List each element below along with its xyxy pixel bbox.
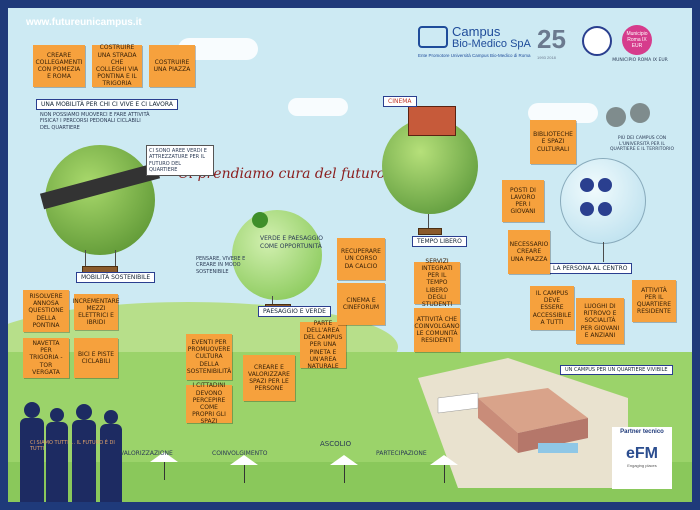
face-icon	[580, 178, 594, 192]
people-balloon	[560, 158, 646, 244]
graduation-caps-icon	[606, 103, 666, 133]
people-balloon-label: La persona al centro	[548, 263, 633, 274]
tent-icon	[150, 452, 178, 462]
grads-note: Più dei campus con l'università per il q…	[609, 136, 675, 153]
balloon-rope	[603, 242, 604, 262]
graduate-icon	[630, 103, 650, 123]
mobility-banner: Una mobilità per chi ci vive e ci lavora	[36, 99, 178, 110]
board-canvas	[8, 8, 692, 502]
campus-arrow-label: Un campus per un quartiere vivibile	[560, 365, 673, 375]
municipio-logo: Municipio Roma IX EUR	[622, 25, 652, 55]
cloud	[528, 103, 598, 123]
cloud	[288, 98, 348, 116]
people-faces-icon	[580, 178, 626, 222]
cinema-sign: CINEMA	[383, 96, 417, 107]
tent-pole	[164, 462, 165, 480]
silhouette-caption: Ci siamo tutti ... il futuro è di tutti	[30, 440, 115, 453]
partner-box: Partner tecnico eFM Engaging places	[612, 427, 672, 489]
site-url[interactable]: www.futureunicampus.it	[26, 17, 142, 28]
balloon-rope	[115, 250, 116, 268]
efm-logo: eFM	[626, 445, 658, 462]
tree-icon	[252, 212, 268, 228]
green-balloon	[232, 210, 322, 300]
person-silhouette	[100, 424, 122, 502]
sticky-note: Necessario creare una piazza	[508, 230, 550, 274]
person-silhouette	[46, 422, 68, 502]
face-icon	[580, 202, 594, 216]
municipio-caption: Municipio Roma IX EUR	[612, 58, 668, 63]
sticky-note: Attività per il quartiere residente	[632, 280, 676, 322]
balloon-rope	[272, 296, 273, 306]
tent-pole	[344, 465, 345, 483]
sticky-note: Cinema e cineforum	[337, 283, 385, 325]
tent-icon	[230, 455, 258, 465]
sticky-note: Bici e piste ciclabili	[74, 338, 118, 378]
sticky-note: Creare collegamenti con Pomezia e Roma	[33, 45, 85, 87]
sticky-note: Risolvere annosa questione della Pontina	[23, 290, 69, 332]
tent-pole	[244, 465, 245, 483]
efm-tagline: Engaging places	[627, 463, 657, 468]
campus-name-line2: Bio-Medico SpA	[452, 38, 531, 50]
partner-title: Partner tecnico	[620, 429, 664, 435]
campus-buildings-illustration	[418, 358, 628, 488]
sticky-note: Biblioteche e spazi culturali	[530, 120, 576, 164]
face-icon	[598, 202, 612, 216]
sticky-note: Servizi integrati per il tempo libero de…	[414, 258, 460, 308]
campus-name-line1: Campus	[452, 24, 501, 39]
coinvolgimento-word: Coinvolgimento	[212, 450, 268, 457]
university-seal-icon	[582, 26, 612, 56]
municipio-logo-text: Municipio Roma IX EUR	[626, 31, 648, 49]
tent-pole	[444, 465, 445, 483]
tent-icon	[330, 455, 358, 465]
sticky-note: Costruire una piazza	[149, 45, 195, 87]
person-silhouette	[20, 418, 44, 502]
sticky-note: Creare e valorizzare spazi per le person…	[243, 355, 295, 401]
ascolio-word: Ascolio	[320, 440, 352, 448]
green-banner: Verde e paesaggio come opportunità	[260, 235, 323, 250]
valorizzazione-word: Valorizzazione	[120, 450, 173, 457]
sticky-note: I cittadini devono percepire come propri…	[186, 382, 232, 425]
anniversary-years: 1993 2018	[537, 55, 556, 60]
mobility-hand-note: Non possiamo muoverci e fare attività fi…	[40, 112, 150, 131]
sticky-note: Recuperare un corso da calcio	[337, 238, 385, 280]
campus-subtitle: Ente Promotore Università Campus Bio-Med…	[418, 53, 531, 58]
tent-icon	[430, 455, 458, 465]
sticky-note: Il campus deve essere accessibile a tutt…	[530, 286, 574, 330]
person-head-icon	[24, 402, 40, 418]
balloon-rope	[428, 214, 429, 230]
sticky-note: Luoghi di ritrovo e socialità per giovan…	[576, 298, 624, 344]
person-silhouette	[72, 420, 96, 502]
partecipazione-word: Partecipazione	[376, 450, 427, 457]
graduate-icon	[606, 107, 626, 127]
green-hand-note: Pensare, vivere e creare in modo sosteni…	[196, 256, 246, 275]
sticky-note: Posti di lavoro per i giovani	[502, 180, 544, 222]
anniversary-number: 25	[537, 24, 566, 54]
face-icon	[598, 178, 612, 192]
campus-bio-medico-logo	[418, 26, 448, 48]
sticky-note: Incrementare mezzi elettrici e ibridi	[72, 294, 120, 330]
sticky-note: Eventi per promuovere cultura della sost…	[186, 334, 232, 380]
mobility-balloon-label: Mobilità sostenibile	[76, 272, 156, 283]
building-icon	[408, 106, 456, 136]
sticky-note: Costruire una strada che colleghi via Po…	[92, 44, 142, 87]
anniversary-logo: 25 1993 2018	[537, 24, 566, 60]
sticky-note: Navetta per Trigoria - Tor Vergata	[23, 338, 69, 378]
people-silhouettes	[16, 402, 132, 502]
slogan: Ci prendiamo cura del futuro	[178, 166, 386, 182]
sticky-note: Attività che coinvolgano le comunità res…	[414, 308, 460, 352]
sticky-note: Parte dell'area del campus per una pinet…	[300, 320, 346, 370]
culture-balloon-label: Tempo libero	[412, 236, 467, 247]
person-head-icon	[50, 408, 64, 422]
green-balloon-label: Paesaggio e verde	[258, 306, 331, 317]
cloud	[178, 38, 258, 60]
person-head-icon	[76, 404, 92, 420]
person-head-icon	[104, 410, 118, 424]
balloon-basket	[418, 228, 442, 235]
sign-hand-note: Ci sono aree verdi e attrezzature per il…	[146, 145, 214, 176]
balloon-rope	[85, 250, 86, 268]
